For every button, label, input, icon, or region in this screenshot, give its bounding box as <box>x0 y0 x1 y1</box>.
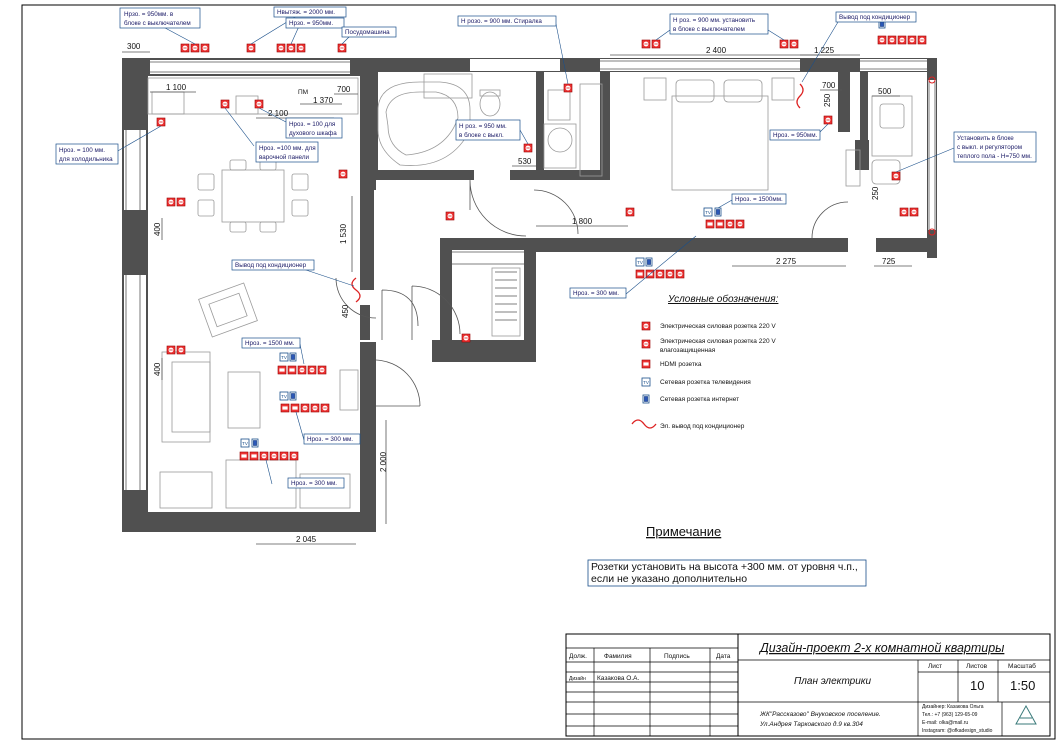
callout-c3: Нрзо. = 950мм. <box>289 20 333 27</box>
legend-item-internet: Сетевая розетка интернет <box>660 396 739 403</box>
callouts: Нрзо. = 950мм. в блоке с выключателем Нв… <box>55 6 1037 489</box>
callout-c8: Нроз. = 100 мм. <box>59 147 105 154</box>
sheet-border <box>21 4 1056 740</box>
tb-contact2: Тел.: +7 (963) 129-65-09 <box>922 712 978 718</box>
legend-item-ac: Эл. вывод под кондиционер <box>660 423 745 430</box>
callout-c9b: духового шкафа <box>289 130 337 137</box>
callout-c7: Вывод под кондиционер <box>839 14 911 21</box>
dim-2100: 2 100 <box>268 109 289 118</box>
dim-1370: 1 370 <box>313 96 334 105</box>
tb-scale-label: Масштаб <box>1008 662 1036 670</box>
legend-item-tv: Сетевая розетка телевидения <box>660 379 751 386</box>
dim-1225: 1 225 <box>814 46 835 55</box>
tb-sheet-label: Лист <box>928 663 942 670</box>
tb-col-surname: Фамилия <box>604 653 632 660</box>
callout-c16: Нроз. = 300 мм. <box>573 290 619 297</box>
tb-address2: Ул.Андрея Тарковского д.9 кв.304 <box>759 720 863 728</box>
dim-2045: 2 045 <box>296 535 317 544</box>
callout-c13b: с выкл. и регулятором <box>957 144 1022 151</box>
callout-c10: Нроз. =100 мм. для <box>259 145 316 152</box>
callout-c8b: для холодильника <box>59 156 113 163</box>
note-title: Примечание <box>646 524 721 539</box>
tb-sheets-total: 10 <box>970 678 984 693</box>
callout-c1b: блоке с выключателем <box>124 19 191 27</box>
note-line1: Розетки установить на высота +300 мм. от… <box>591 561 858 573</box>
tb-role: Дизайн <box>569 675 586 682</box>
callout-c13c: теплого пола - Н=750 мм. <box>957 153 1032 160</box>
callout-c11b: в блоке с выкл. <box>459 131 504 139</box>
callout-c6b: в блоке с выключателем <box>673 25 745 33</box>
dim-1530: 1 530 <box>339 223 348 244</box>
dim-500: 500 <box>878 87 892 96</box>
callout-c4: Посудомашина <box>345 29 390 36</box>
callout-c11: Н роз. = 950 мм. <box>459 123 507 130</box>
furniture: ПМ <box>147 73 913 509</box>
dim-250a: 250 <box>823 93 832 107</box>
designer-logo <box>1015 704 1037 725</box>
socket-markers <box>156 19 936 461</box>
dim-300: 300 <box>127 42 141 51</box>
callout-c1: Нрзо. = 950мм. в <box>124 11 174 18</box>
callout-c13: Установить в блоке <box>957 134 1014 142</box>
tb-contact4: Instagram: @ofkadesign_studio <box>922 728 993 734</box>
callout-c9: Нроз. = 100 для <box>289 121 335 128</box>
callout-c2: Нвытяж. = 2000 мм. <box>277 9 335 16</box>
dim-2400: 2 400 <box>706 46 727 55</box>
tb-designer: Казакова О.А. <box>597 675 639 682</box>
dim-400a: 400 <box>153 222 162 236</box>
legend-item-power: Электрическая силовая розетка 220 V <box>660 323 776 330</box>
dim-725: 725 <box>882 257 896 266</box>
callout-c15: Вывод под кондиционер <box>235 262 307 269</box>
callout-c10b: варочной панели <box>259 153 310 161</box>
dim-250b: 250 <box>871 186 880 200</box>
callout-c12: Нрoз. = 950мм. <box>773 132 818 139</box>
legend-item-waterproof-line2: влагозащищенная <box>660 347 716 354</box>
walls <box>122 58 937 532</box>
dim-400b: 400 <box>153 362 162 376</box>
legend: Условные обозначения: Электрическая сило… <box>631 293 779 430</box>
callout-c5: Н розо. = 900 мм. Стиралка <box>461 18 542 25</box>
note: Примечание Розетки установить на высота … <box>587 524 867 587</box>
callout-c18: Нрoз. = 300 мм. <box>307 436 353 443</box>
legend-title: Условные обозначения: <box>667 293 779 305</box>
title-block: Долж. Фамилия Подпись Дата Дизайн Казако… <box>565 633 1051 737</box>
pm-label: ПМ <box>298 89 308 96</box>
tb-col-signature: Подпись <box>664 653 690 660</box>
tb-col-position: Долж. <box>569 653 587 660</box>
callout-c6: Н роз. = 900 мм. установить <box>673 17 756 24</box>
tb-contact3: E-mail: olka@mail.ru <box>922 720 968 726</box>
callout-c19: Нрoз. = 300 мм. <box>291 480 337 487</box>
dim-530: 530 <box>518 157 532 166</box>
tb-address1: ЖК"Рассказово" Внуковское поселение. <box>759 711 881 718</box>
dim-1800: 1 800 <box>572 217 593 226</box>
dim-2000: 2 000 <box>379 451 388 472</box>
tb-sheets-label: Листов <box>966 663 988 670</box>
tb-contact1: Дизайнер: Казакова Ольга <box>922 703 984 710</box>
dimension-lines: 300 1 100 2 100 1 370 700 2 400 1 225 70… <box>122 42 912 545</box>
legend-item-hdmi: HDMI розетка <box>660 361 702 368</box>
dim-700a: 700 <box>337 85 351 94</box>
note-line2: если не указано дополнительно <box>591 573 747 585</box>
legend-item-waterproof: Электрическая силовая розетка 220 V <box>660 338 776 345</box>
callout-c17: Нроз. = 1500 мм. <box>245 340 295 347</box>
dim-700b: 700 <box>822 81 836 90</box>
callout-c14: Нрoз. = 1500мм. <box>735 196 783 203</box>
dim-1100: 1 100 <box>166 83 187 92</box>
dim-2275: 2 275 <box>776 257 797 266</box>
dim-450: 450 <box>341 304 350 318</box>
tb-sheet-title: План электрики <box>794 676 872 687</box>
tb-col-date: Дата <box>716 653 731 660</box>
tb-scale: 1:50 <box>1010 678 1035 693</box>
tb-project-title: Дизайн-проект 2-х комнатной квартиры <box>758 641 1004 655</box>
